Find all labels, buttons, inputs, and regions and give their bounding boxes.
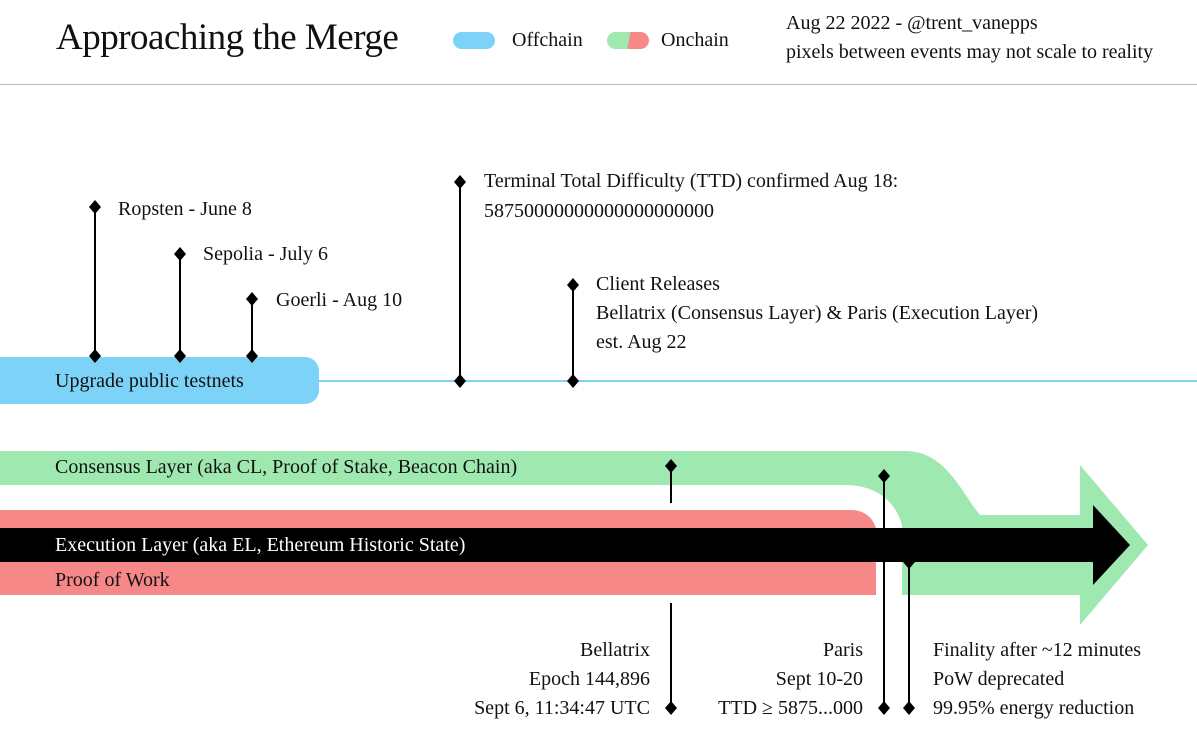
goerli-top-diamond bbox=[246, 292, 258, 306]
finality-title: Finality after ~12 minutes bbox=[933, 639, 1142, 661]
header-divider bbox=[0, 84, 1197, 85]
sepolia-label: Sepolia - July 6 bbox=[203, 243, 328, 265]
bellatrix-time: Sept 6, 11:34:47 UTC bbox=[474, 697, 650, 719]
finality-top-diamond bbox=[903, 555, 915, 569]
ttd-top-diamond bbox=[454, 175, 466, 189]
client-releases-top-diamond bbox=[567, 278, 579, 292]
paris-title: Paris bbox=[823, 639, 863, 661]
bellatrix-upper-diamond bbox=[665, 459, 677, 473]
page-title: Approaching the Merge bbox=[56, 17, 399, 58]
ttd-label: Terminal Total Difficulty (TTD) confirme… bbox=[484, 170, 899, 192]
pow-deprecated: PoW deprecated bbox=[933, 668, 1065, 690]
credit-text: Aug 22 2022 - @trent_vanepps bbox=[786, 12, 1038, 34]
execution-layer-arrow bbox=[0, 505, 1130, 585]
ttd-value: 58750000000000000000000 bbox=[484, 200, 714, 222]
legend-offchain-label: Offchain bbox=[512, 29, 583, 51]
paris-bottom-diamond bbox=[878, 701, 890, 715]
client-releases-title: Client Releases bbox=[596, 273, 720, 295]
goerli-label: Goerli - Aug 10 bbox=[276, 289, 403, 311]
testnets-bar-label: Upgrade public testnets bbox=[55, 370, 244, 392]
paris-dates: Sept 10-20 bbox=[775, 668, 863, 690]
ttd-bottom-diamond bbox=[454, 374, 466, 388]
consensus-layer-label: Consensus Layer (aka CL, Proof of Stake,… bbox=[55, 456, 518, 478]
bellatrix-title: Bellatrix bbox=[580, 639, 650, 661]
ropsten-label: Ropsten - June 8 bbox=[118, 198, 252, 220]
client-releases-bottom-diamond bbox=[567, 374, 579, 388]
client-releases-names: Bellatrix (Consensus Layer) & Paris (Exe… bbox=[596, 302, 1039, 324]
ropsten-bottom-diamond bbox=[89, 349, 101, 363]
legend-onchain-swatch bbox=[607, 32, 649, 49]
bellatrix-epoch: Epoch 144,896 bbox=[528, 668, 650, 690]
sepolia-bottom-diamond bbox=[174, 349, 186, 363]
sepolia-top-diamond bbox=[174, 247, 186, 261]
legend-onchain-label: Onchain bbox=[661, 29, 729, 51]
paris-top-diamond bbox=[878, 469, 890, 483]
paris-ttd: TTD ≥ 5875...000 bbox=[718, 697, 863, 719]
ropsten-top-diamond bbox=[89, 200, 101, 214]
bellatrix-lower-diamond bbox=[665, 701, 677, 715]
energy-reduction: 99.95% energy reduction bbox=[933, 697, 1135, 719]
proof-of-work-label: Proof of Work bbox=[55, 569, 170, 591]
testnets-bar bbox=[0, 357, 319, 404]
legend-offchain-swatch bbox=[453, 32, 495, 49]
client-releases-date: est. Aug 22 bbox=[596, 331, 687, 353]
execution-layer-label: Execution Layer (aka EL, Ethereum Histor… bbox=[55, 534, 466, 556]
goerli-bottom-diamond bbox=[246, 349, 258, 363]
scale-note: pixels between events may not scale to r… bbox=[786, 41, 1154, 63]
finality-bottom-diamond bbox=[903, 701, 915, 715]
